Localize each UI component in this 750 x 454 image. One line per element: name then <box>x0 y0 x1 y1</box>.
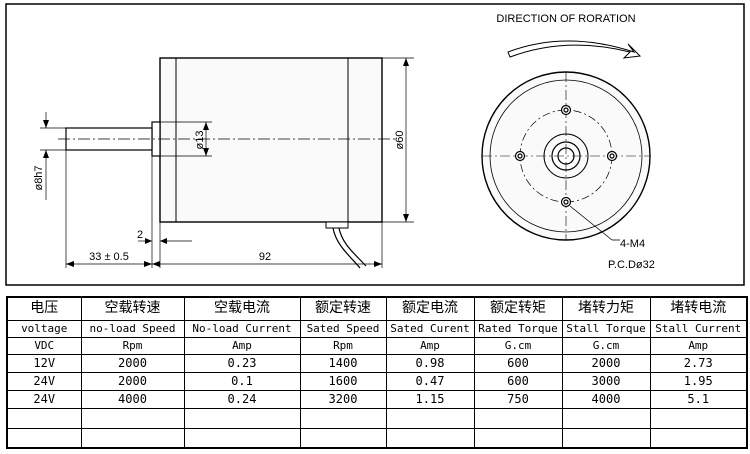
data-cell: 2000 <box>80 353 185 373</box>
data-cell <box>80 408 185 429</box>
screws-label: 4-M4 <box>620 238 645 250</box>
mounting-holes <box>514 104 618 208</box>
side-view <box>40 57 414 269</box>
front-view: DIRECTION OF RORATION <box>481 13 651 241</box>
rotation-arrow <box>507 40 642 59</box>
header-cell-zh: 堵转电流 <box>649 296 748 321</box>
data-cell <box>561 408 651 429</box>
header-cell-zh: 空载电流 <box>183 296 301 321</box>
data-cell <box>561 427 651 449</box>
data-cell: 2.73 <box>649 353 748 373</box>
header-cell-en: Rated Torque <box>473 319 563 338</box>
header-cell-en: voltage <box>6 319 82 338</box>
header-cell-zh: 额定电流 <box>385 296 475 321</box>
boss-dia-label: ø13 <box>194 131 206 150</box>
unit-cell: VDC <box>6 336 82 355</box>
pcd-label: P.C.Dø32 <box>608 259 655 271</box>
data-cell <box>649 427 748 449</box>
data-cell: 3000 <box>561 371 651 392</box>
data-cell <box>385 408 475 429</box>
header-cell-en: No-load Current <box>183 319 301 338</box>
boss-length-label: 2 <box>137 229 143 241</box>
header-cell-zh: 额定转矩 <box>473 296 563 321</box>
data-cell: 5.1 <box>649 390 748 410</box>
header-cell-zh: 堵转力矩 <box>561 296 651 321</box>
data-cell <box>183 408 301 429</box>
body-dia-label: ø60 <box>394 131 406 150</box>
motor-body <box>159 57 383 223</box>
data-cell <box>385 427 475 449</box>
data-cell: 1.15 <box>385 390 475 410</box>
unit-cell: Rpm <box>80 336 185 355</box>
body-length-label: 92 <box>259 251 271 263</box>
data-cell <box>473 427 563 449</box>
shaft-length-label: 33 ± 0.5 <box>89 251 129 263</box>
data-cell: 0.47 <box>385 371 475 392</box>
unit-cell: Amp <box>183 336 301 355</box>
header-cell-zh: 空载转速 <box>80 296 185 321</box>
data-cell: 24V <box>6 371 82 392</box>
header-cell-zh: 电压 <box>6 296 82 321</box>
data-cell: 1.95 <box>649 371 748 392</box>
unit-cell: Rpm <box>299 336 387 355</box>
empty-row <box>6 427 748 449</box>
data-cell <box>473 408 563 429</box>
motor-drawing: ø13 ø60 ø8h7 33 ± 0.5 92 2 DIRECTION OF … <box>5 3 745 286</box>
shaft-dia-label: ø8h7 <box>33 165 45 190</box>
data-cell: 0.24 <box>183 390 301 410</box>
header-cell-en: Sated Curent <box>385 319 475 338</box>
empty-row <box>6 408 748 429</box>
data-cell: 12V <box>6 353 82 373</box>
data-cell: 4000 <box>561 390 651 410</box>
data-cell <box>649 408 748 429</box>
header-cell-en: Stall Current <box>649 319 748 338</box>
header-cell-zh: 额定转速 <box>299 296 387 321</box>
header-cell-en: Stall Torque <box>561 319 651 338</box>
header-cell-en: no-load Speed <box>80 319 185 338</box>
rotation-title: DIRECTION OF RORATION <box>496 13 635 25</box>
data-cell: 0.23 <box>183 353 301 373</box>
unit-cell: Amp <box>385 336 475 355</box>
dimension-arrows <box>43 58 409 267</box>
data-cell: 600 <box>473 353 563 373</box>
unit-cell: Amp <box>649 336 748 355</box>
data-cell <box>183 427 301 449</box>
header-cell-en: Sated Speed <box>299 319 387 338</box>
header-row-chinese: 电压空载转速空载电流额定转速额定电流额定转矩堵转力矩堵转电流 <box>6 296 748 321</box>
data-cell <box>299 408 387 429</box>
unit-cell: G.cm <box>473 336 563 355</box>
data-cell: 1400 <box>299 353 387 373</box>
unit-cell: G.cm <box>561 336 651 355</box>
data-cell <box>80 427 185 449</box>
data-cell <box>299 427 387 449</box>
data-cell <box>6 408 82 429</box>
data-cell: 24V <box>6 390 82 410</box>
drawing-frame <box>5 3 745 286</box>
data-cell: 4000 <box>80 390 185 410</box>
data-cell: 1600 <box>299 371 387 392</box>
data-cell: 600 <box>473 371 563 392</box>
data-cell: 2000 <box>561 353 651 373</box>
data-cell <box>6 427 82 449</box>
data-cell: 2000 <box>80 371 185 392</box>
data-cell: 750 <box>473 390 563 410</box>
data-cell: 0.1 <box>183 371 301 392</box>
data-cell: 0.98 <box>385 353 475 373</box>
data-cell: 3200 <box>299 390 387 410</box>
